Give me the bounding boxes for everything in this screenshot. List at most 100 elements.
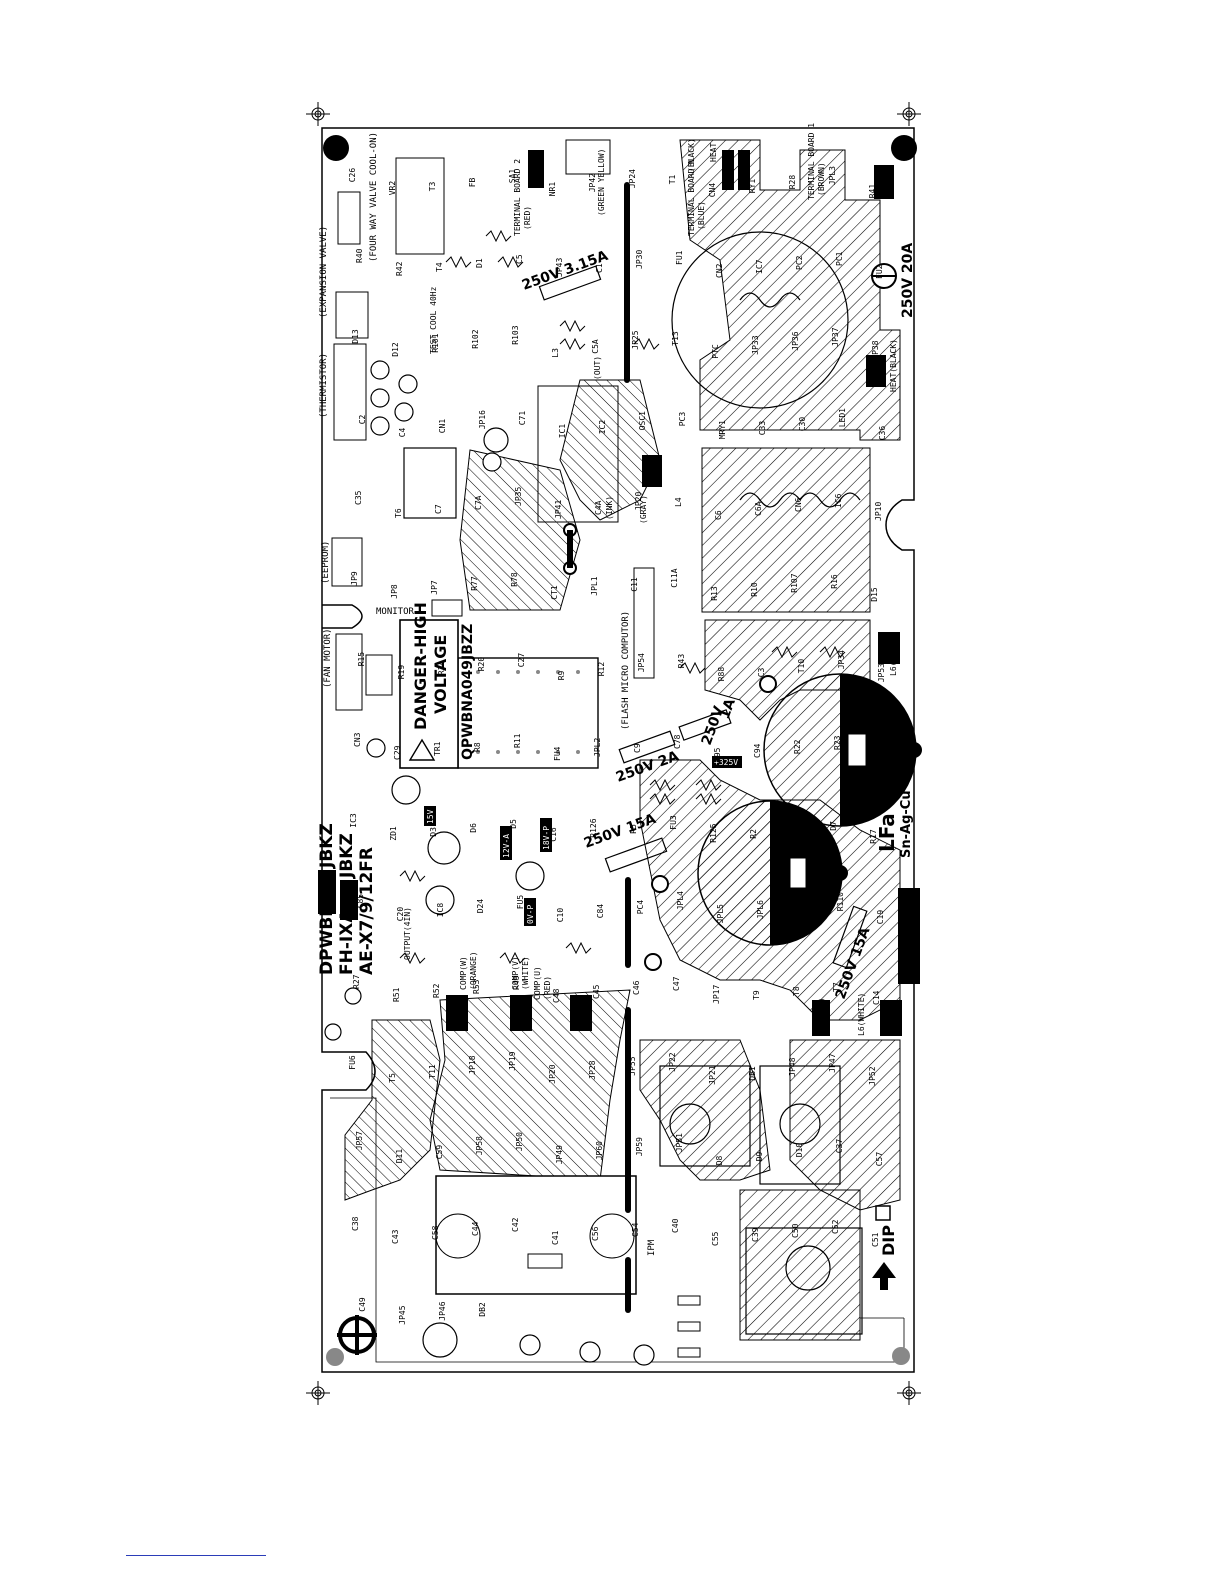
designator-r8: R8 (473, 742, 482, 752)
dip-label: DIP (879, 1225, 898, 1256)
designator-r27: R27 (352, 974, 361, 989)
designator-jp17: JP17 (712, 985, 721, 1004)
small-capacitors (324, 360, 655, 1366)
designator-r126: R126 (589, 818, 598, 837)
designator-r111: R111 (796, 896, 805, 915)
dip-arrow-icon (872, 1205, 896, 1290)
designator-sa1: SA1 (508, 169, 517, 184)
designator-r9: R9 (557, 670, 566, 680)
tag-325v: +325V (714, 758, 738, 767)
designator-vr2: VR2 (388, 181, 397, 196)
designator-c7: C7 (434, 504, 443, 514)
designator-c78: C78 (673, 734, 682, 749)
designator-fu1: FU1 (675, 250, 684, 265)
mounting-hole-tl (323, 135, 349, 161)
designator-jp55: JP55 (628, 1056, 637, 1075)
power-bus-lines (624, 182, 631, 1313)
designator-d6: D6 (469, 823, 478, 833)
designator-jpl3: JPL3 (828, 166, 837, 185)
registration-mark-tr (897, 102, 921, 126)
designator-c6: C6 (714, 510, 723, 520)
label-output: OUTPUT(4IN) (403, 907, 412, 960)
designator-nr1: NR1 (548, 182, 557, 197)
designator-c16: C16 (549, 827, 558, 842)
designator-c41: C41 (551, 1230, 560, 1245)
designator-c57: C57 (875, 1152, 884, 1167)
label-l6-white-b: L6(WHITE) (857, 993, 866, 1036)
designator-c38: C38 (351, 1216, 360, 1231)
designator-jp49: JP49 (555, 1145, 564, 1164)
designator-cn1: CN1 (438, 419, 447, 434)
designator-jp52: JP52 (868, 1066, 877, 1085)
board-outline (321, 127, 915, 1373)
label-l6-white: L6(WHITE) (889, 633, 898, 676)
designator-r23: R23 (833, 735, 842, 750)
capacitor-c9 (763, 673, 922, 827)
registration-mark-bl (306, 1381, 330, 1405)
label-green-yellow: (GREEN YELLOW) (597, 149, 606, 216)
designator-d8: D8 (715, 1155, 724, 1165)
designator-r103: R103 (511, 325, 520, 344)
mounting-hole-bl (337, 1315, 377, 1355)
lead-free-alloy: Sn-Ag-Cu (899, 790, 914, 858)
designator-jp60: JP60 (595, 1141, 604, 1160)
designator-c59: C59 (435, 1145, 444, 1160)
smd-diodes (677, 1295, 701, 1358)
designator-c84: C84 (596, 904, 605, 919)
designator-r2: R2 (749, 829, 758, 839)
designator-t13: T13 (671, 331, 680, 346)
designator-cn2: CN2 (715, 263, 724, 278)
designator-t3: T3 (428, 181, 437, 191)
designator-ic3: IC3 (349, 813, 358, 828)
model-line-2: FH-IXA (337, 909, 357, 975)
designator-c71: C71 (518, 411, 527, 426)
designator-c47: C47 (672, 976, 681, 991)
designator-ic2: IC2 (598, 420, 607, 435)
designator-jp50: JP50 (515, 1132, 524, 1151)
label-test-cool: TEST COOL 40Hz (429, 286, 438, 354)
designator-r19: R19 (397, 665, 406, 680)
registration-mark-tl (306, 102, 330, 126)
designator-jp25: JP25 (631, 330, 640, 349)
designator-c4: C4 (398, 427, 407, 437)
designator-d13: D13 (351, 329, 360, 344)
designator-d11: D11 (395, 1149, 404, 1164)
designator-r53: R53 (472, 979, 481, 994)
designator-c51: C51 (871, 1232, 880, 1247)
designator-fb: FB (468, 177, 477, 187)
designator-r40: R40 (355, 248, 364, 263)
designator-mry1: MRY1 (718, 420, 727, 439)
lead-free-mark: LFa (875, 813, 899, 852)
part-suffix-1: JBKZ (317, 823, 337, 869)
designator-t9: T9 (752, 990, 761, 1000)
designator-c20: C20 (396, 907, 405, 922)
designator-r125: R125 (709, 823, 718, 842)
designator-jp59: JP59 (635, 1137, 644, 1156)
ipm-module (435, 1175, 637, 1295)
designator-r49: R49 (512, 975, 521, 990)
designator-r51: R51 (392, 987, 401, 1002)
designator-c30: C30 (798, 417, 807, 432)
designator-c11a: C11A (670, 568, 679, 587)
part-suffix-bar-1 (318, 870, 336, 914)
designator-c4a: C4A (594, 500, 603, 515)
tag-18v: 18V-P (542, 826, 551, 850)
designator-c7a: C7A (474, 495, 483, 510)
designator-c85: C85 (356, 894, 365, 909)
label-terminal-n-color: (BLUE) (697, 201, 706, 230)
designator-jp58: JP58 (475, 1136, 484, 1155)
designator-r22: R22 (793, 739, 802, 754)
designator-t10: T10 (797, 659, 806, 674)
designator-r28: R28 (788, 175, 797, 190)
designator-r24: R24 (873, 748, 882, 763)
designator-jpl4: JPL4 (676, 891, 685, 910)
ic-microcontroller (403, 447, 457, 519)
designator-d14: D14 (789, 820, 798, 835)
designator-pc3: PC3 (678, 412, 687, 427)
designator-c9: C9 (633, 743, 642, 753)
label-comp-v: COMP(V) (511, 956, 520, 990)
designator-r101: R101 (431, 333, 440, 352)
designator-c49: C49 (358, 1297, 367, 1312)
designator-jp51: JP51 (675, 1133, 684, 1152)
designator-c56: C56 (591, 1226, 600, 1241)
